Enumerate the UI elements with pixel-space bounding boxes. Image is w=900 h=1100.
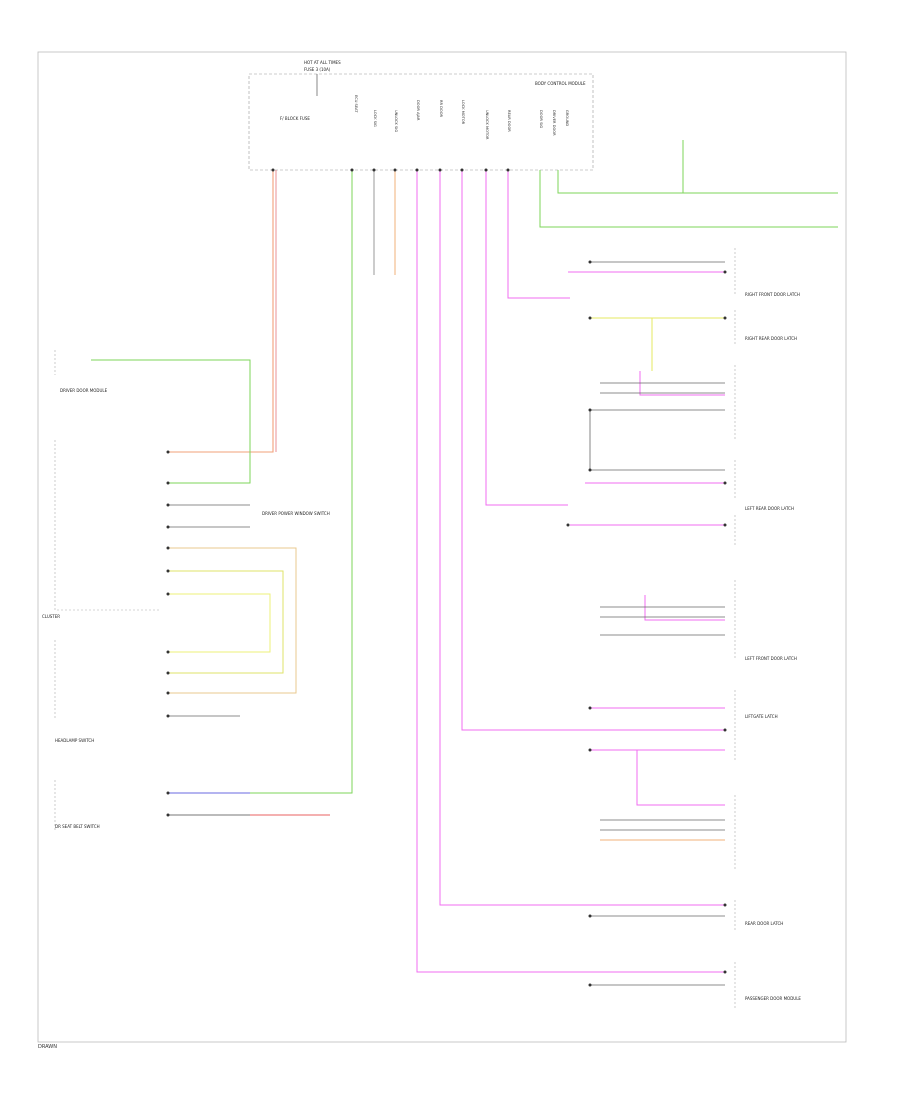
component-label: DR SEAT BELT SWITCH — [55, 824, 100, 829]
right-labels: RIGHT FRONT DOOR LATCH RIGHT REAR DOOR L… — [745, 292, 801, 1001]
component-label: REAR DOOR LATCH — [745, 921, 783, 926]
junction-dots — [166, 168, 727, 987]
fuse-label: F/ BLOCK FUSE — [280, 116, 310, 121]
wire-red-power — [168, 170, 277, 453]
module-pin-label: UNLOCK MOTOR — [485, 110, 489, 140]
component-label: CLUSTER — [42, 614, 60, 619]
module-top-label-1: HOT AT ALL TIMES — [304, 60, 341, 65]
module-pin-label: DRIVER DOOR — [552, 110, 556, 136]
component-label: LEFT REAR DOOR LATCH — [745, 506, 794, 511]
component-label: RIGHT FRONT DOOR LATCH — [745, 292, 800, 297]
module-pin-label: ECU SEAT — [354, 95, 358, 113]
diagram-frame — [37, 51, 847, 1043]
wire-green — [91, 140, 838, 794]
component-label: DRIVER POWER WINDOW SWITCH — [262, 511, 330, 516]
component-label: LIFTGATE LATCH — [745, 714, 778, 719]
module-top-label-2: FUSE 3 (10A) — [304, 67, 331, 72]
wire-black-ground — [168, 261, 725, 986]
footer-label: DRAWN — [38, 1044, 57, 1050]
wire-orange — [373, 170, 396, 275]
wire-magenta — [416, 170, 725, 973]
module-pin-label: GROUND — [565, 110, 569, 126]
module-pin-label: RR DOOR — [439, 100, 443, 118]
component-label: LEFT FRONT DOOR LATCH — [745, 656, 797, 661]
module-pin-label: LOCK MOTOR — [461, 100, 465, 125]
left-component-outlines — [54, 350, 160, 830]
module-pin-label: LOCK SIG — [373, 110, 377, 127]
component-label: RIGHT REAR DOOR LATCH — [745, 336, 797, 341]
component-label: DRIVER DOOR MODULE — [60, 388, 108, 393]
module-pin-label: DOOR AJAR — [416, 100, 420, 121]
module-pin-label: REAR DOOR — [507, 110, 511, 132]
component-label: PASSENGER DOOR MODULE — [745, 996, 801, 1001]
wire-seatbelt — [168, 792, 725, 841]
module-pin-label: DOOR SIG — [539, 110, 543, 128]
wire-yellow — [168, 317, 725, 694]
module-name: BODY CONTROL MODULE — [535, 81, 586, 86]
body-control-module: HOT AT ALL TIMES FUSE 3 (10A) F/ BLOCK F… — [248, 60, 594, 171]
module-pin-label: UNLOCK SIG — [394, 110, 398, 132]
left-labels: DRIVER DOOR MODULE DRIVER POWER WINDOW S… — [42, 388, 330, 829]
component-label: HEADLAMP SWITCH — [55, 738, 94, 743]
